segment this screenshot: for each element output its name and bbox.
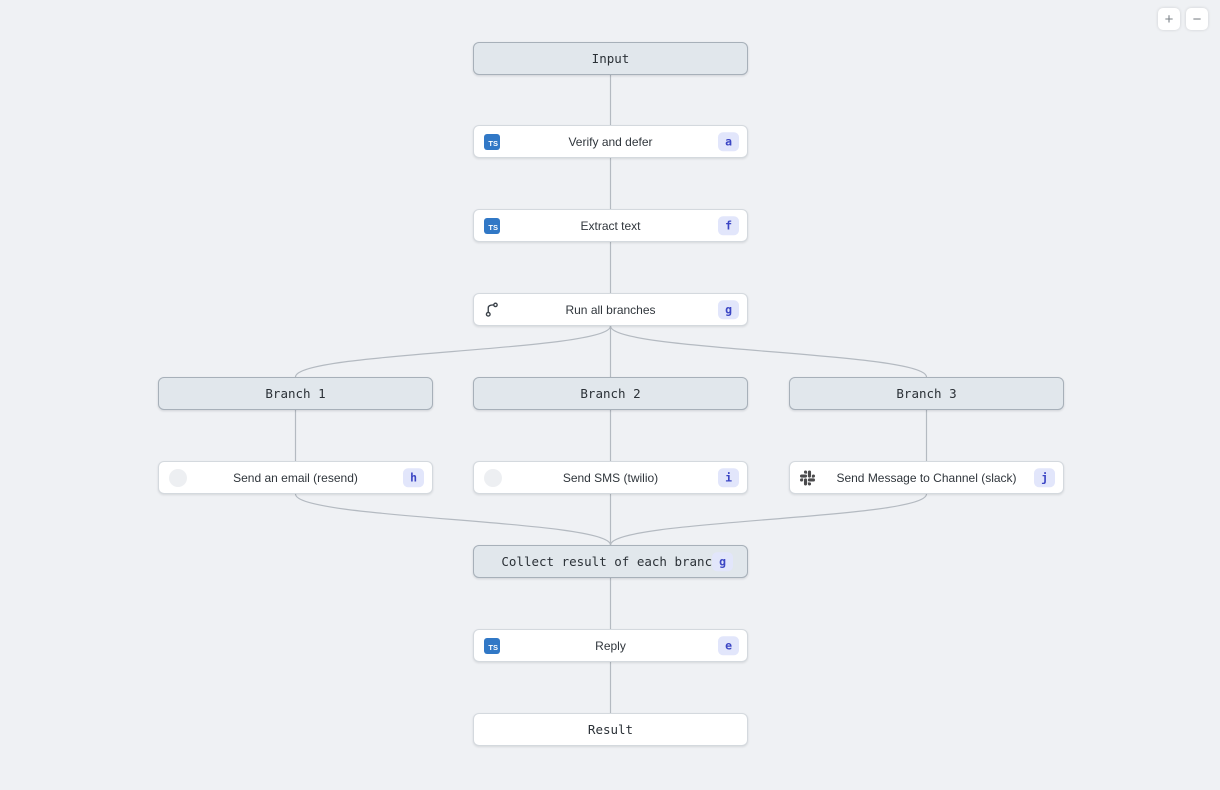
typescript-icon: TS [484, 217, 500, 234]
flow-edge [609, 325, 928, 378]
typescript-icon: TS [484, 637, 500, 654]
node-badge: j [1034, 467, 1055, 488]
node-label: Branch 3 [896, 386, 957, 401]
node-badge: i [718, 467, 739, 488]
zoom-controls: + − [1158, 8, 1208, 30]
resend-icon [169, 468, 187, 487]
node-badge: a [718, 131, 739, 152]
twilio-icon [484, 468, 502, 487]
typescript-icon: TS [484, 133, 500, 150]
node-label: Send an email (resend) [233, 470, 358, 485]
twilio-icon [484, 468, 502, 487]
flow-edge [294, 493, 612, 546]
node-extract-text[interactable]: TS Extract text f [473, 209, 748, 242]
typescript-icon: TS [484, 217, 500, 234]
node-branch-1[interactable]: Branch 1 [158, 377, 433, 410]
zoom-in-button[interactable]: + [1158, 8, 1180, 30]
node-label: Verify and defer [568, 134, 653, 149]
node-label: Send SMS (twilio) [562, 470, 659, 485]
git-branch-icon [484, 301, 501, 318]
zoom-out-button[interactable]: − [1186, 8, 1208, 30]
node-badge: g [712, 551, 733, 572]
slack-icon [800, 470, 815, 485]
typescript-icon: TS [484, 133, 500, 150]
node-send-email-resend[interactable]: Send an email (resend) h [158, 461, 433, 494]
node-run-all-branches[interactable]: Run all branches g [473, 293, 748, 326]
node-label: Input [591, 51, 630, 66]
node-label: Send Message to Channel (slack) [836, 470, 1017, 485]
resend-icon [169, 468, 187, 487]
node-input[interactable]: Input [473, 42, 748, 75]
node-branch-2[interactable]: Branch 2 [473, 377, 748, 410]
flow-edge [294, 325, 612, 378]
node-label: Reply [595, 638, 626, 653]
node-label: Extract text [580, 218, 641, 233]
node-label: Collect result of each branch [501, 554, 720, 569]
node-send-sms-twilio[interactable]: Send SMS (twilio) i [473, 461, 748, 494]
node-label: Branch 2 [580, 386, 641, 401]
node-badge: h [403, 467, 424, 488]
node-label: Run all branches [565, 302, 656, 317]
node-branch-3[interactable]: Branch 3 [789, 377, 1064, 410]
node-result[interactable]: Result [473, 713, 748, 746]
node-label: Branch 1 [265, 386, 326, 401]
node-send-message-slack[interactable]: Send Message to Channel (slack) j [789, 461, 1064, 494]
node-label: Result [587, 722, 634, 737]
node-badge: g [718, 299, 739, 320]
flow-edge [609, 493, 928, 546]
node-verify-and-defer[interactable]: TS Verify and defer a [473, 125, 748, 158]
node-reply[interactable]: TS Reply e [473, 629, 748, 662]
typescript-icon: TS [484, 637, 500, 654]
node-badge: f [718, 215, 739, 236]
node-badge: e [718, 635, 739, 656]
